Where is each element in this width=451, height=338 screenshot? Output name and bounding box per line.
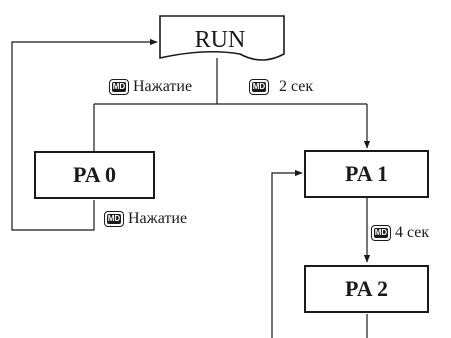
pa1-node: PA 1 xyxy=(304,150,429,198)
pa0-node: PA 0 xyxy=(34,151,155,199)
md-button-icon: MD xyxy=(249,79,269,95)
md-button-icon: MD xyxy=(104,211,124,227)
pa2-node: PA 2 xyxy=(304,265,429,313)
transition-label: Нажатие xyxy=(128,210,188,227)
transition-run-to-pa0: MD Нажатие xyxy=(109,78,192,96)
transition-label: Нажатие xyxy=(133,78,193,95)
md-button-icon: MD xyxy=(109,79,129,95)
transition-pa0-to-run: MD Нажатие xyxy=(104,210,187,228)
loop-into-pa1-arrow xyxy=(271,169,303,338)
transition-run-to-pa1: MD 2 сек xyxy=(249,78,313,96)
md-button-icon: MD xyxy=(371,225,391,241)
run-node-shape xyxy=(159,15,285,61)
run-node-label: RUN xyxy=(194,26,246,53)
return-loop-arrow xyxy=(11,38,158,231)
transition-pa1-to-pa2: MD 4 сек xyxy=(371,224,429,242)
transition-label: 2 сек xyxy=(279,78,314,95)
transition-label: 4 сек xyxy=(395,224,430,241)
